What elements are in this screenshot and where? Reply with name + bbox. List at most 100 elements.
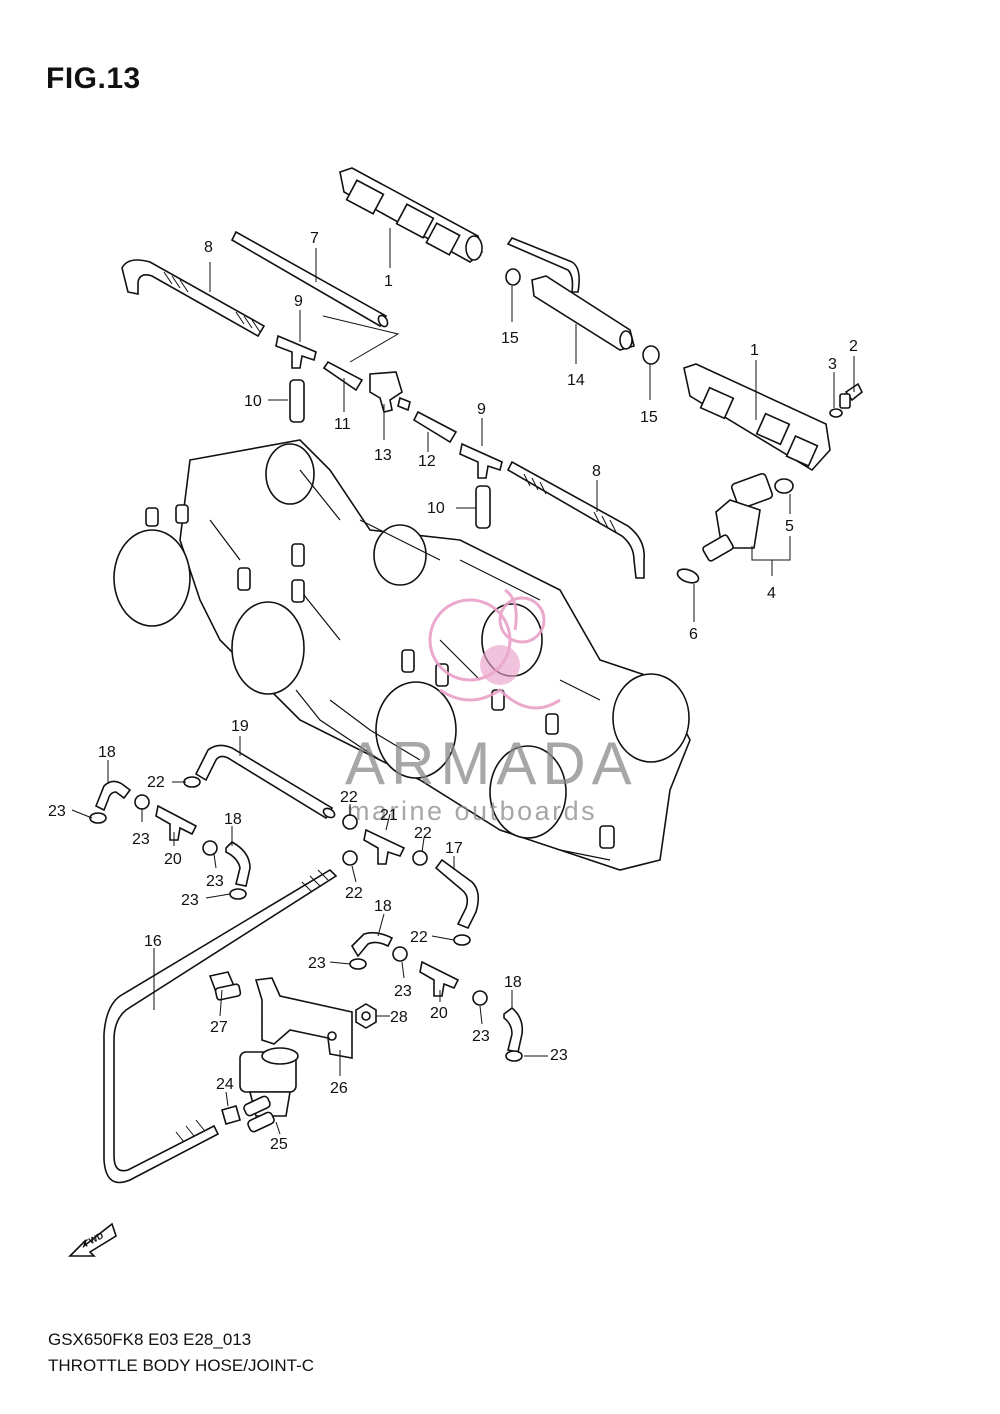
pipe-part-14 <box>506 237 635 351</box>
clamp-part-23-c <box>202 840 218 856</box>
hose-part-18-a <box>94 780 132 812</box>
callout-24: 24 <box>216 1076 234 1093</box>
callout-20: 20 <box>164 851 182 868</box>
callout-numbers: 1 1 2 3 4 5 6 7 8 8 9 9 10 10 11 12 13 1… <box>48 230 858 1153</box>
screw-part-2 <box>839 382 864 409</box>
callout-9: 9 <box>294 293 303 310</box>
clamp-part-23-b <box>134 794 150 810</box>
callout-13: 13 <box>374 447 392 464</box>
callout-23: 23 <box>308 955 326 972</box>
o-ring-part-15-left <box>505 268 521 286</box>
callout-26: 26 <box>330 1080 348 1097</box>
callout-18: 18 <box>224 811 242 828</box>
model-code: GSX650FK8 E03 E28_013 <box>48 1330 252 1349</box>
callout-4: 4 <box>767 585 776 602</box>
callout-6: 6 <box>689 626 698 643</box>
washer-part-3 <box>829 408 843 418</box>
hose-part-19 <box>194 744 334 820</box>
clamp-part-23-a <box>89 812 107 824</box>
t-joint-part-21 <box>363 828 406 865</box>
t-joint-part-20-left <box>155 804 198 841</box>
o-ring-part-15-right <box>642 345 660 365</box>
fuel-injector-part-4 <box>702 472 774 562</box>
callout-28: 28 <box>390 1009 408 1026</box>
callout-15: 15 <box>501 330 519 347</box>
hose-part-16 <box>103 868 338 1184</box>
callout-22: 22 <box>410 929 428 946</box>
clamp-part-22-e <box>453 934 471 946</box>
diagram-caption: THROTTLE BODY HOSE/JOINT-C <box>48 1356 315 1375</box>
hose-part-17 <box>434 858 480 930</box>
hose-part-18-d <box>503 1006 524 1053</box>
callout-17: 17 <box>445 840 463 857</box>
callout-14: 14 <box>567 372 585 389</box>
clamp-part-22-b <box>342 814 358 830</box>
callout-1: 1 <box>384 273 393 290</box>
callout-5: 5 <box>785 518 794 535</box>
hose-part-8-left <box>121 259 266 338</box>
t-joint-part-9-right <box>459 442 503 479</box>
t-joint-part-9-left <box>275 334 317 369</box>
hose-part-8-right <box>506 460 645 579</box>
callout-23: 23 <box>472 1028 490 1045</box>
fuel-delivery-pipe-upper <box>339 167 483 263</box>
callout-8: 8 <box>592 463 601 480</box>
forward-direction-arrow: FWD <box>68 1222 117 1257</box>
callout-16: 16 <box>144 933 162 950</box>
hose-part-11 <box>322 360 364 392</box>
clamp-part-22-c <box>342 850 358 866</box>
hose-part-10-right <box>475 485 491 529</box>
callout-10: 10 <box>427 500 445 517</box>
callout-20: 20 <box>430 1005 448 1022</box>
hose-part-18-c <box>350 931 394 958</box>
seal-part-6 <box>676 568 700 584</box>
watermark-brand: ARMADA <box>345 730 638 797</box>
callout-22: 22 <box>147 774 165 791</box>
callout-11: 11 <box>334 416 351 433</box>
hose-part-18-b <box>225 841 251 887</box>
t-joint-part-20-right <box>419 960 460 997</box>
callout-23: 23 <box>206 873 224 890</box>
callout-25: 25 <box>270 1136 288 1153</box>
clamp-part-24 <box>221 1105 241 1125</box>
clamp-part-22-d <box>412 850 428 866</box>
callout-7: 7 <box>310 230 319 247</box>
callout-12: 12 <box>418 453 436 470</box>
callout-9: 9 <box>477 401 486 418</box>
clamp-part-23-e <box>349 958 367 970</box>
callout-18: 18 <box>374 898 392 915</box>
callout-27: 27 <box>210 1019 228 1036</box>
callout-22: 22 <box>345 885 363 902</box>
watermark-logo <box>428 588 561 710</box>
callout-8: 8 <box>204 239 213 256</box>
clamp-part-23-d <box>229 888 247 900</box>
hose-part-12 <box>412 410 458 444</box>
clamp-part-23-f <box>392 946 408 962</box>
clamp-part-23-h <box>505 1050 523 1062</box>
o-ring-part-5 <box>774 478 794 494</box>
callout-23: 23 <box>550 1047 568 1064</box>
fuel-delivery-pipe-right <box>683 363 831 472</box>
figure-title: FIG.13 <box>46 62 141 95</box>
callout-1: 1 <box>750 342 759 359</box>
callout-2: 2 <box>849 338 858 355</box>
callout-18: 18 <box>98 744 116 761</box>
hose-part-7 <box>230 230 388 328</box>
callout-18: 18 <box>504 974 522 991</box>
callout-23: 23 <box>181 892 199 909</box>
callout-22: 22 <box>340 789 358 806</box>
callout-10: 10 <box>244 393 262 410</box>
callout-19: 19 <box>231 718 249 735</box>
callout-21: 21 <box>380 807 398 824</box>
joint-part-13 <box>369 371 411 413</box>
callout-15: 15 <box>640 409 658 426</box>
callout-23: 23 <box>394 983 412 1000</box>
bolt-part-27 <box>208 971 242 1001</box>
callout-23: 23 <box>132 831 150 848</box>
callout-22: 22 <box>414 825 432 842</box>
bracket-part-26 <box>254 977 353 1059</box>
clamp-part-23-g <box>472 990 488 1006</box>
hose-part-10-left <box>289 379 305 423</box>
